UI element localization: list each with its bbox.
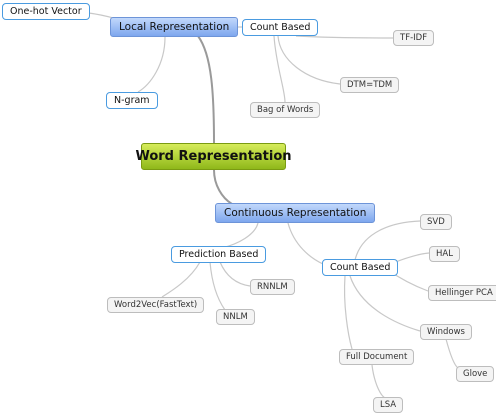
- windows-node[interactable]: Windows: [420, 324, 472, 340]
- link-countcont-svd: [354, 220, 421, 261]
- link-central-local: [197, 35, 215, 144]
- central-topic[interactable]: Word Representation: [135, 143, 292, 170]
- n-gram-node[interactable]: N-gram: [106, 92, 158, 109]
- link-prediction-rnnlm: [219, 261, 251, 287]
- continuous-representation-node[interactable]: Continuous Representation: [215, 203, 376, 223]
- link-count-tfidf: [295, 35, 394, 39]
- link-count-bow: [273, 35, 286, 103]
- count-based-continuous-node[interactable]: Count Based: [322, 259, 399, 276]
- glove-node[interactable]: Glove: [456, 366, 495, 382]
- hal-node[interactable]: HAL: [429, 246, 460, 262]
- one-hot-vector-node[interactable]: One-hot Vector: [2, 3, 90, 20]
- count-based-local-node[interactable]: Count Based: [242, 19, 319, 36]
- link-count-dtm: [277, 35, 341, 85]
- local-representation-node[interactable]: Local Representation: [110, 17, 239, 37]
- link-continuous-countcont: [287, 222, 324, 265]
- link-countcont-windows: [349, 275, 421, 332]
- link-continuous-prediction: [221, 222, 259, 249]
- prediction-based-node[interactable]: Prediction Based: [171, 246, 267, 263]
- link-countcont-fulldoc: [343, 275, 353, 350]
- svd-node[interactable]: SVD: [420, 214, 452, 230]
- link-prediction-w2v: [161, 261, 201, 298]
- bag-of-words-node[interactable]: Bag of Words: [250, 102, 321, 118]
- dtm-tdm-node[interactable]: DTM=TDM: [340, 77, 400, 93]
- link-prediction-nnlm: [209, 261, 226, 311]
- link-fulldoc-lsa: [371, 364, 386, 399]
- link-local-ngram: [137, 36, 166, 93]
- rnnlm-node[interactable]: RNNLM: [250, 279, 295, 295]
- link-windows-glove: [445, 338, 459, 369]
- word2vec-fasttext-node[interactable]: Word2Vec(FastText): [107, 297, 205, 313]
- lsa-node[interactable]: LSA: [373, 397, 404, 413]
- full-document-node[interactable]: Full Document: [339, 349, 415, 365]
- link-central-continuous: [213, 169, 233, 205]
- nnlm-node[interactable]: NNLM: [216, 309, 255, 325]
- hellinger-pca-node[interactable]: Hellinger PCA: [428, 285, 496, 301]
- tf-idf-node[interactable]: TF-IDF: [393, 30, 435, 46]
